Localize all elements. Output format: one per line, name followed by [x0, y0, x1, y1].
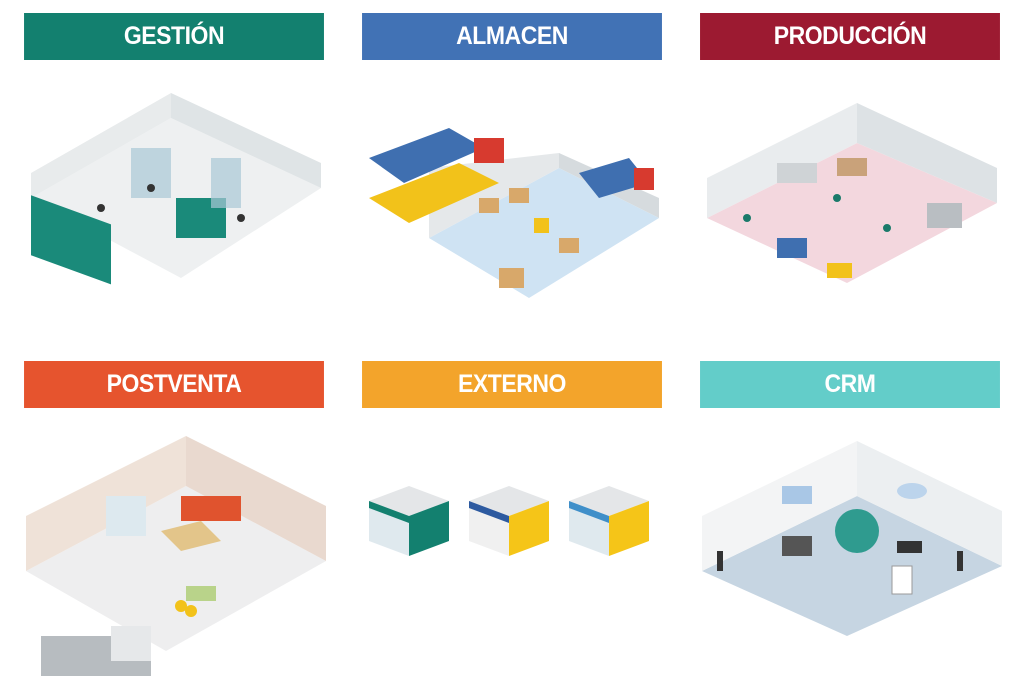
service-room-illustration[interactable] [11, 436, 337, 691]
module-almacen[interactable]: ALMACEN [349, 13, 675, 298]
module-produccion[interactable]: PRODUCCIÓN [687, 13, 1013, 283]
stores-illustration[interactable] [349, 481, 675, 566]
produccion-header-button[interactable]: PRODUCCIÓN [700, 13, 1000, 60]
warehouse-illustration[interactable] [349, 88, 675, 323]
crm-room-illustration[interactable] [687, 436, 1013, 636]
module-postventa[interactable]: POSTVENTA [11, 361, 337, 676]
office-room-illustration[interactable] [11, 88, 337, 318]
module-externo[interactable]: EXTERNO [349, 361, 675, 556]
module-crm[interactable]: CRM [687, 361, 1013, 636]
crm-header-button[interactable]: CRM [700, 361, 1000, 408]
almacen-header-button[interactable]: ALMACEN [362, 13, 662, 60]
module-gestion[interactable]: GESTIÓN [11, 13, 337, 285]
factory-illustration[interactable] [687, 88, 1013, 298]
gestion-header-button[interactable]: GESTIÓN [24, 13, 324, 60]
postventa-header-button[interactable]: POSTVENTA [24, 361, 324, 408]
externo-header-button[interactable]: EXTERNO [362, 361, 662, 408]
